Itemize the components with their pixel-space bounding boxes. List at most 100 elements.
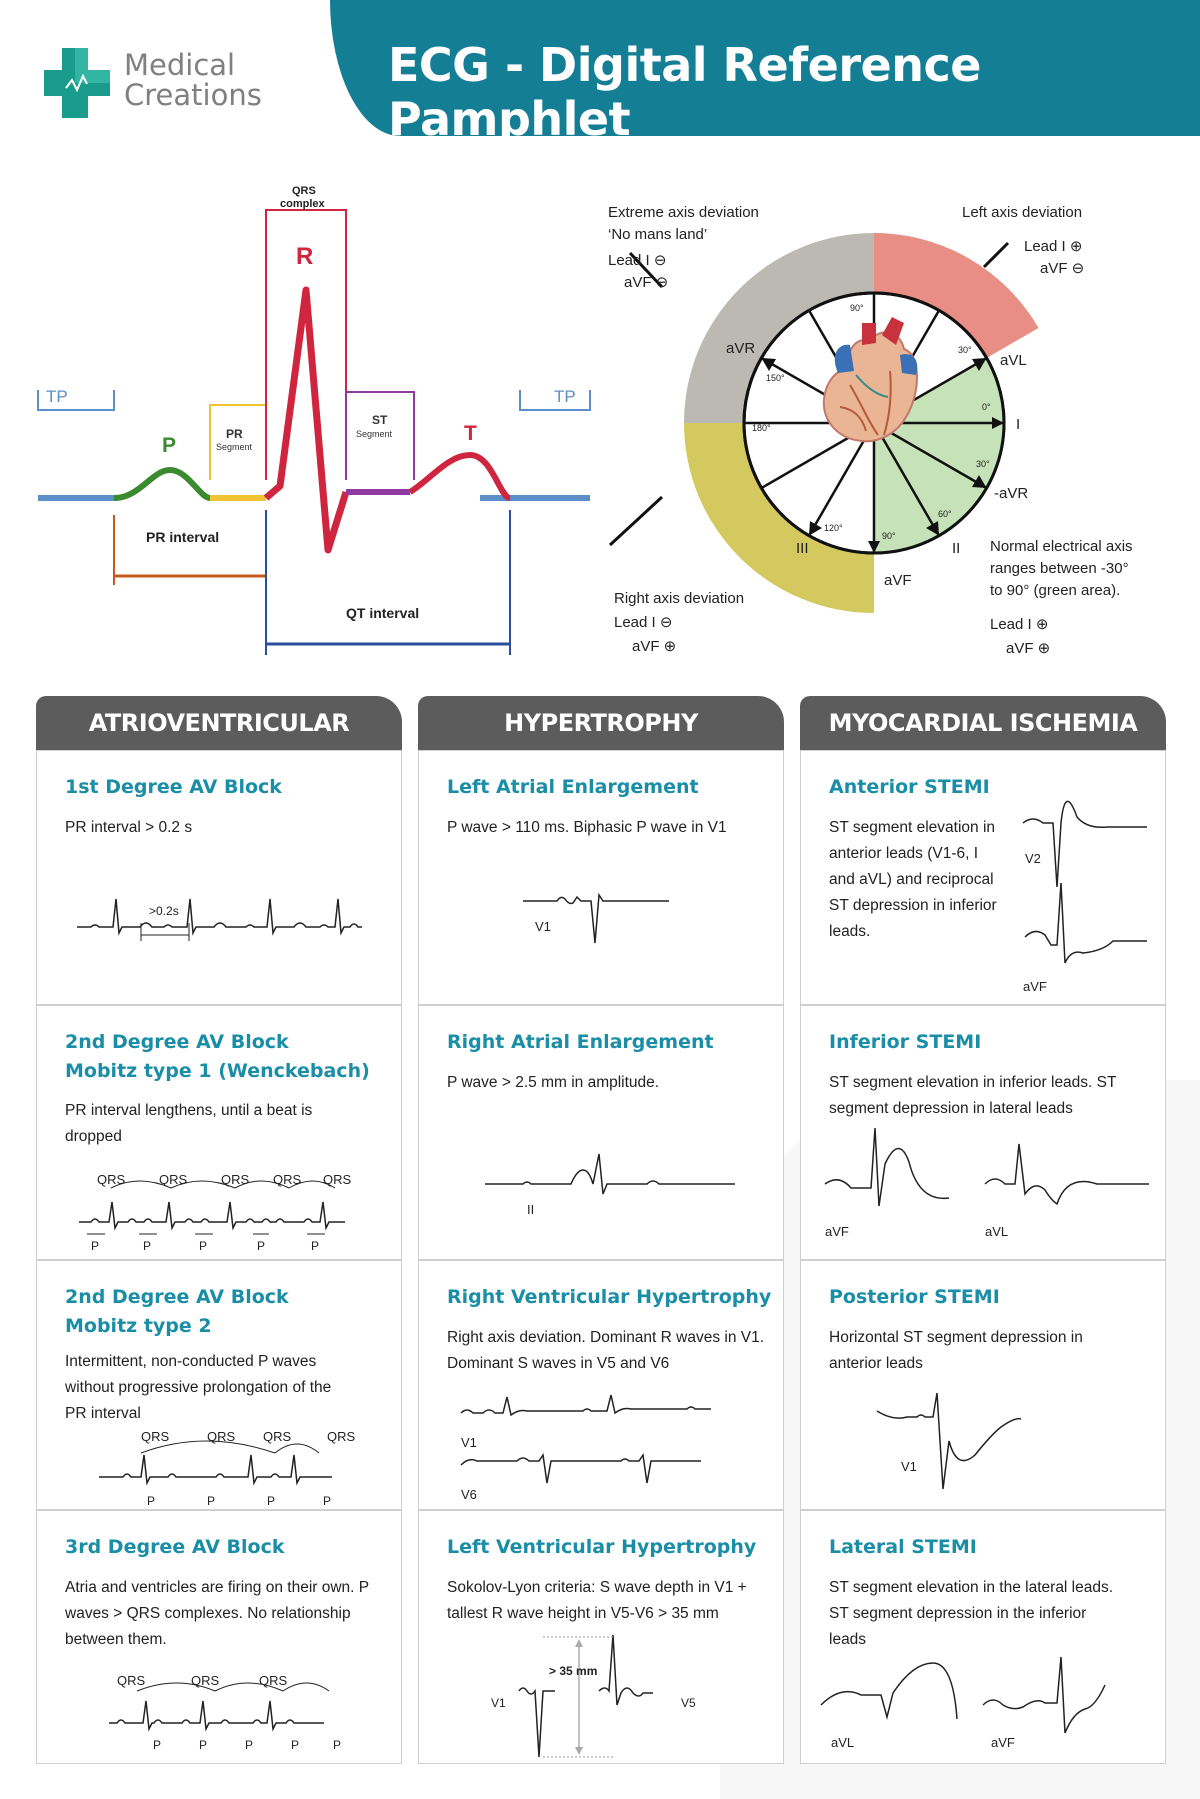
ecg-label: QRS (221, 1172, 250, 1187)
ecg-trace-posterior-stemi: V1 (876, 1392, 1022, 1490)
p-label: P (162, 434, 176, 457)
ecg-label: P (311, 1239, 319, 1253)
left-axis-title: Left axis deviation (962, 204, 1082, 221)
t-label: T (464, 422, 477, 445)
st-segment-label: ST (372, 413, 388, 427)
card-body: ST segment elevation in inferior leads. … (829, 1074, 1117, 1117)
right-lead-i: Lead I ⊖ (614, 614, 672, 631)
tp-left-label: TP (46, 387, 68, 406)
card-body: ST segment elevation in the lateral lead… (829, 1579, 1114, 1648)
normal-axis-line1: Normal electrical axis (990, 538, 1133, 555)
ecg-label: P (245, 1738, 253, 1752)
ecg-trace-lvh: > 35 mm V1 V5 (491, 1634, 696, 1758)
card-body: Intermittent, non-conducted P waves with… (65, 1353, 332, 1422)
ecg-trace-lae: V1 (523, 892, 669, 944)
logo-line-1: Medical (124, 48, 236, 82)
column-header-ischemia: MYOCARDIAL ISCHEMIA (800, 696, 1166, 750)
logo-text: Medical Creations (124, 50, 262, 110)
card-right-atrial-enlargement: Right Atrial Enlargement P wave > 2.5 mm… (418, 1005, 784, 1260)
card-left-atrial-enlargement: Left Atrial Enlargement P wave > 110 ms.… (418, 750, 784, 1005)
qrs-complex-label-2: complex (280, 198, 326, 210)
logo-cross-icon (44, 48, 110, 118)
normal-lead-i: Lead I ⊕ (990, 616, 1048, 633)
card-2nd-degree-mobitz-1: 2nd Degree AV Block Mobitz type 1 (Wenck… (36, 1005, 402, 1260)
card-title: Inferior STEMI (829, 1031, 982, 1053)
ecg-trace-rae: II (485, 1153, 735, 1217)
ecg-trace-mobitz-2: QRS QRS QRS QRS P P P P (99, 1429, 356, 1508)
card-2nd-degree-mobitz-2: 2nd Degree AV Block Mobitz type 2 Interm… (36, 1260, 402, 1510)
ecg-trace-rvh: V1 V6 (460, 1394, 711, 1502)
ecg-trace-1st-degree: >0.2s (77, 898, 362, 941)
left-avf: aVF ⊖ (1040, 260, 1084, 277)
ecg-label: V1 (491, 1696, 506, 1710)
ecg-label: P (153, 1738, 161, 1752)
qt-interval-label: QT interval (346, 605, 419, 621)
ecg-label: QRS (191, 1673, 220, 1688)
card-body: Right axis deviation. Dominant R waves i… (447, 1329, 765, 1372)
card-title: Right Ventricular Hypertrophy (447, 1286, 772, 1308)
card-title: 3rd Degree AV Block (65, 1536, 285, 1558)
extreme-avf: aVF ⊖ (624, 274, 668, 291)
ecg-label: QRS (97, 1172, 126, 1187)
right-avf: aVF ⊕ (632, 638, 676, 655)
ecg-label: QRS (273, 1172, 302, 1187)
ecg-label: QRS (207, 1429, 236, 1444)
normal-avf: aVF ⊕ (1006, 640, 1050, 657)
card-title: 2nd Degree AV Block Mobitz type 2 (65, 1286, 289, 1337)
ecg-label: aVF (991, 1735, 1015, 1750)
ecg-label: P (91, 1239, 99, 1253)
ecg-label: P (267, 1494, 275, 1508)
angle-30: 30° (958, 345, 972, 355)
ecg-label: P (257, 1239, 265, 1253)
pr-segment-label-2: Segment (216, 442, 253, 452)
ecg-label: QRS (141, 1429, 170, 1444)
column-header-av-blocks: ATRIOVENTRICULAR BLOCKS (36, 696, 402, 791)
ecg-label: V1 (901, 1459, 917, 1474)
header-band (330, 0, 1200, 136)
card-body: Horizontal ST segment depression in ante… (829, 1329, 1083, 1372)
heart-icon (822, 317, 918, 443)
ecg-label: P (143, 1239, 151, 1253)
ecg-label: P (199, 1738, 207, 1752)
ecg-label: P (147, 1494, 155, 1508)
lead-i: I (1016, 416, 1020, 433)
card-title: Anterior STEMI (829, 776, 990, 798)
ecg-label: > 35 mm (549, 1664, 597, 1678)
ecg-label: QRS (263, 1429, 292, 1444)
ecg-label: V2 (1025, 851, 1041, 866)
ecg-label: QRS (117, 1673, 146, 1688)
lead-iii: III (796, 540, 809, 557)
card-title: Left Ventricular Hypertrophy (447, 1536, 757, 1558)
ecg-label: QRS (323, 1172, 352, 1187)
card-posterior-stemi: Posterior STEMI Horizontal ST segment de… (800, 1260, 1166, 1510)
angle-120: 120° (824, 523, 843, 533)
angle-180: 180° (752, 423, 771, 433)
normal-axis-line2: ranges between -30° (990, 560, 1129, 577)
right-axis-title: Right axis deviation (614, 590, 744, 607)
pr-segment-label: PR (226, 427, 243, 441)
ecg-label: aVL (831, 1735, 854, 1750)
lead-avl: aVL (1000, 352, 1027, 369)
ecg-label: QRS (259, 1673, 288, 1688)
angle-30b: 30° (976, 459, 990, 469)
card-left-ventricular-hypertrophy: Left Ventricular Hypertrophy Sokolov-Lyo… (418, 1510, 784, 1764)
page-title: ECG - Digital Reference Pamphlet (388, 38, 981, 146)
card-body: PR interval lengthens, until a beat is d… (65, 1102, 313, 1145)
ecg-label: aVF (1023, 979, 1047, 994)
r-label: R (296, 243, 313, 270)
extreme-axis-subtitle: ‘No mans land’ (608, 226, 707, 243)
card-anterior-stemi: Anterior STEMI ST segment elevation in a… (800, 750, 1166, 1005)
card-body: Atria and ventricles are firing on their… (65, 1579, 369, 1648)
card-title: Right Atrial Enlargement (447, 1031, 714, 1053)
lead-avf: aVF (884, 572, 912, 589)
card-1st-degree-av-block: 1st Degree AV Block PR interval > 0.2 s … (36, 750, 402, 1005)
card-body: P wave > 2.5 mm in amplitude. (447, 1074, 660, 1091)
ecg-label: V6 (461, 1487, 477, 1502)
ecg-label: P (323, 1494, 331, 1508)
electrical-axis-diagram: aVR aVL I -aVR II III aVF 90° 30° 150° 0… (608, 204, 1133, 657)
ecg-trace-anterior-stemi: V2 aVF (1022, 800, 1147, 994)
ecg-label: >0.2s (149, 904, 179, 918)
ecg-label: QRS (327, 1429, 356, 1444)
ecg-label: P (291, 1738, 299, 1752)
card-title: Lateral STEMI (829, 1536, 977, 1558)
